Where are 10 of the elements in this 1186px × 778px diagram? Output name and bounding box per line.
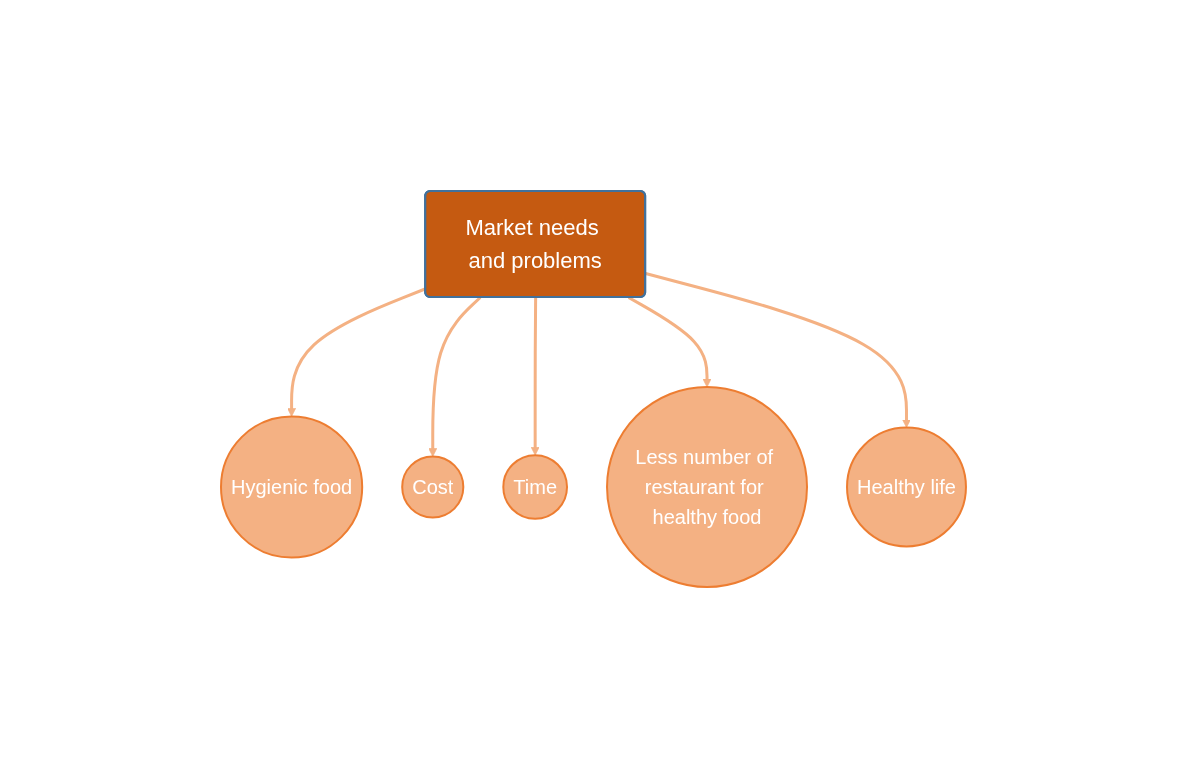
arrow bbox=[427, 296, 481, 457]
node-circle: Time bbox=[501, 454, 568, 520]
node-circle: Hygienic food bbox=[219, 415, 363, 559]
node-circle: Less number of restaurant for healthy food bbox=[605, 386, 808, 588]
arrow bbox=[286, 287, 426, 417]
node-circle: Healthy life bbox=[845, 426, 967, 548]
arrow bbox=[644, 272, 911, 428]
node-circle: Cost bbox=[400, 455, 464, 519]
arrow bbox=[530, 297, 540, 456]
arrow bbox=[627, 296, 711, 388]
